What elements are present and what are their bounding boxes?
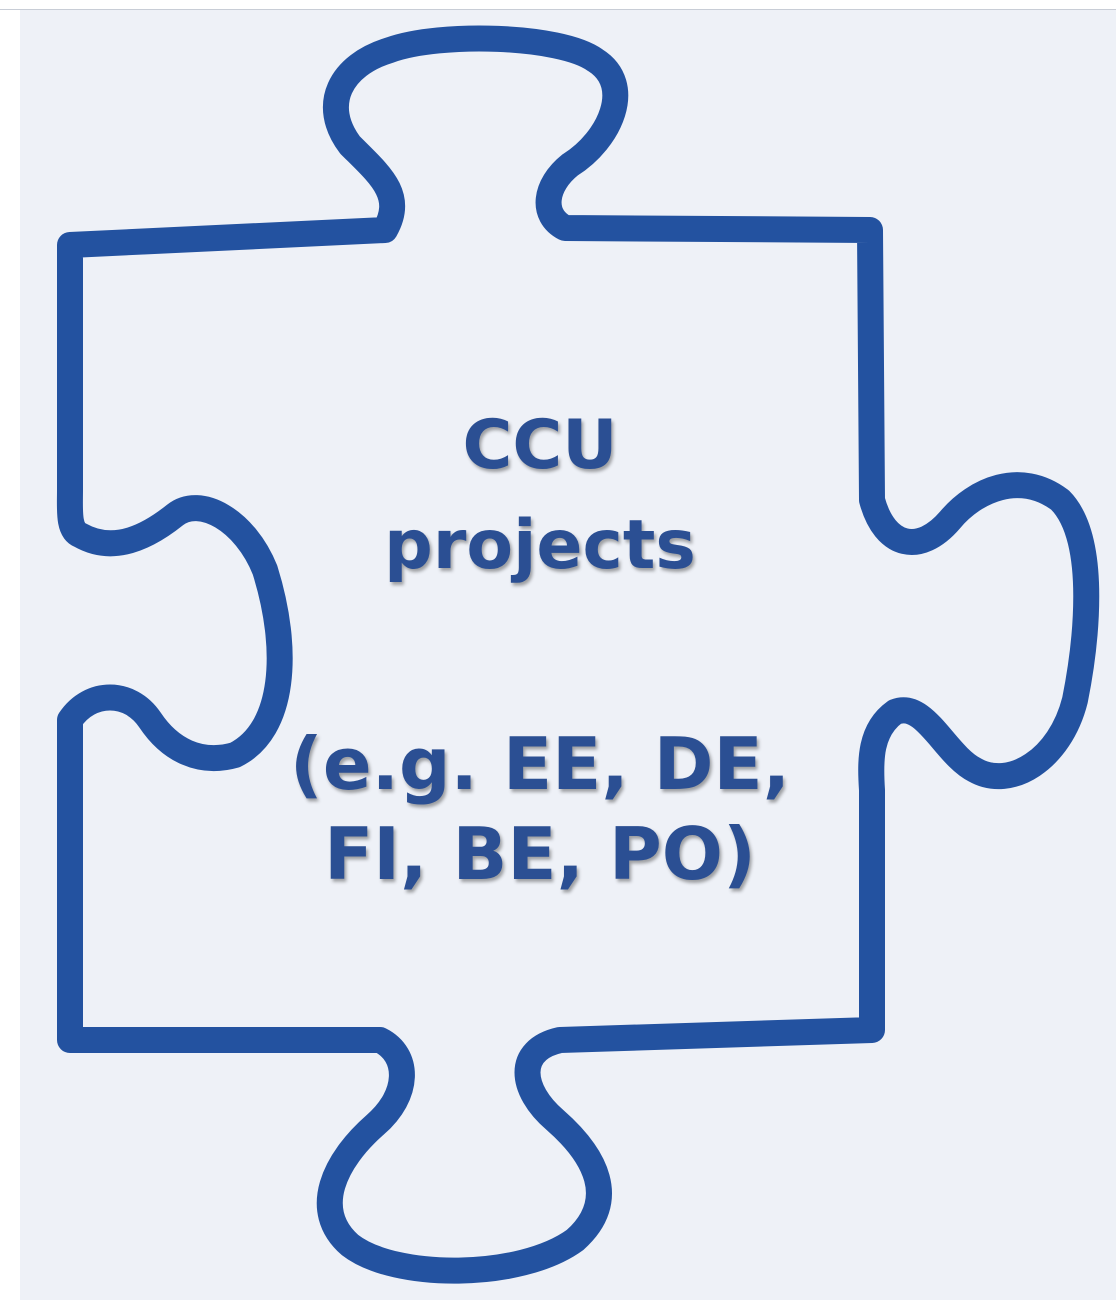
puzzle-label-title: CCU bbox=[462, 406, 618, 485]
puzzle-label-subtitle: projects bbox=[384, 506, 696, 585]
puzzle-label-examples-line1: (e.g. EE, DE, bbox=[289, 722, 791, 806]
top-rule bbox=[0, 0, 1116, 10]
puzzle-label-examples-line2: FI, BE, PO) bbox=[324, 812, 756, 896]
puzzle-piece-outline bbox=[56, 25, 1100, 1284]
left-margin bbox=[0, 10, 20, 1300]
